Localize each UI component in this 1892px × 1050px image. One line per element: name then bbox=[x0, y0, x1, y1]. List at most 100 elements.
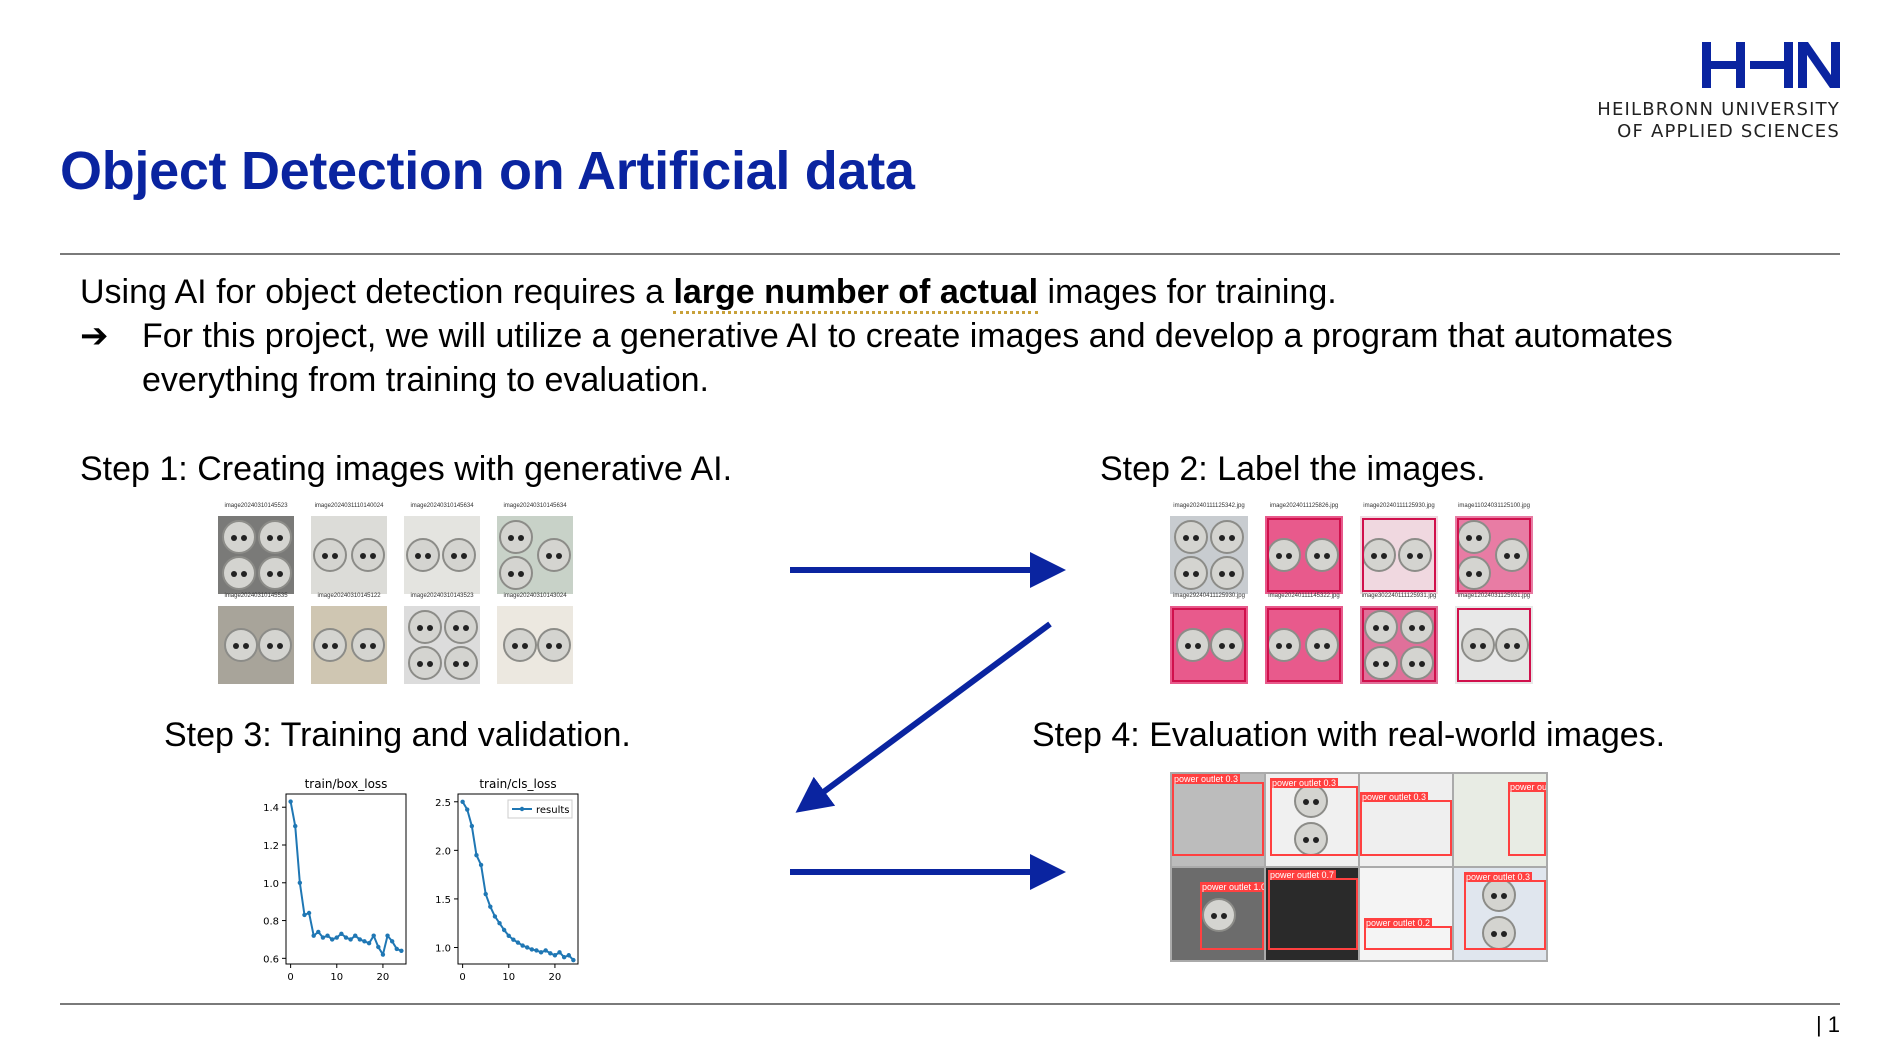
labeled-image: image302240111125931.jpg bbox=[1360, 606, 1438, 684]
bounding-box bbox=[1172, 782, 1264, 856]
evaluation-image: power outlet 0.2 bbox=[1360, 868, 1452, 960]
image-caption: image12024031125931.jpg bbox=[1455, 593, 1533, 599]
y-tick-label: 0.8 bbox=[263, 917, 279, 928]
bounding-box bbox=[1200, 890, 1264, 950]
data-point bbox=[390, 939, 394, 943]
image-caption: image20240310143523 bbox=[404, 593, 480, 599]
data-point bbox=[511, 938, 515, 942]
socket-shape bbox=[499, 520, 533, 554]
evaluation-image: power outlet 0.7 bbox=[1266, 868, 1358, 960]
x-tick-label: 20 bbox=[377, 972, 390, 983]
x-tick-label: 0 bbox=[459, 972, 465, 983]
image-caption: image29240411125930.jpg bbox=[1170, 593, 1248, 599]
bounding-box bbox=[1508, 790, 1546, 856]
evaluation-image: power outlet 0.3 bbox=[1360, 774, 1452, 866]
data-point bbox=[479, 863, 483, 867]
generated-image: image20240310143024 bbox=[497, 606, 573, 684]
data-point bbox=[298, 881, 302, 885]
y-tick-label: 1.5 bbox=[435, 895, 451, 906]
image-caption: image20240111145322.jpg bbox=[1265, 593, 1343, 599]
data-point bbox=[339, 932, 343, 936]
data-point bbox=[516, 940, 520, 944]
y-tick-label: 2.5 bbox=[435, 798, 451, 809]
data-point bbox=[488, 904, 492, 908]
data-point bbox=[348, 937, 352, 941]
training-charts: train/box_loss1.41.21.00.80.601020train/… bbox=[240, 774, 592, 990]
labeled-image: image20240111145322.jpg bbox=[1265, 606, 1343, 684]
series-line bbox=[463, 802, 574, 960]
data-point bbox=[307, 911, 311, 915]
y-tick-label: 1.0 bbox=[263, 879, 279, 890]
bottom-divider bbox=[60, 1003, 1840, 1005]
labeled-image: image11024031125100.jpg bbox=[1455, 516, 1533, 594]
evaluation-image: power outlet 0.3 bbox=[1454, 868, 1546, 960]
data-point bbox=[465, 807, 469, 811]
socket-shape bbox=[313, 628, 347, 662]
y-tick-label: 1.2 bbox=[263, 841, 279, 852]
image-caption: image20240310145634 bbox=[404, 503, 480, 509]
intro-line1-pre: Using AI for object detection requires a bbox=[80, 273, 673, 311]
generated-image: image20240310145535 bbox=[218, 606, 294, 684]
arrow-bullet-icon: ➔ bbox=[80, 314, 109, 358]
step4-title: Step 4: Evaluation with real-world image… bbox=[1032, 716, 1665, 755]
socket-shape bbox=[258, 520, 292, 554]
labeled-image: image2024011125826.jpg bbox=[1265, 516, 1343, 594]
logo-line2: OF APPLIED SCIENCES bbox=[1617, 121, 1840, 142]
bounding-box bbox=[1457, 518, 1531, 592]
step1-title: Step 1: Creating images with generative … bbox=[80, 450, 732, 489]
socket-shape bbox=[408, 610, 442, 644]
data-point bbox=[483, 892, 487, 896]
data-point bbox=[385, 933, 389, 937]
data-point bbox=[311, 933, 315, 937]
data-point bbox=[362, 939, 366, 943]
bounding-box bbox=[1362, 608, 1436, 682]
y-tick-label: 1.4 bbox=[263, 803, 279, 814]
data-point bbox=[520, 943, 524, 947]
hhn-logo bbox=[1702, 42, 1840, 93]
chart-frame bbox=[458, 794, 578, 964]
generated-image: image20240310143523 bbox=[404, 606, 480, 684]
socket-shape bbox=[408, 646, 442, 680]
intro-line1-post: images for training. bbox=[1038, 273, 1337, 311]
socket-shape bbox=[222, 556, 256, 590]
chart-title: train/cls_loss bbox=[479, 777, 556, 791]
generated-image: image20240310145523 bbox=[218, 516, 294, 594]
socket-shape bbox=[224, 628, 258, 662]
data-point bbox=[543, 948, 547, 952]
bounding-box bbox=[1457, 608, 1531, 682]
x-tick-label: 20 bbox=[549, 972, 562, 983]
socket-shape bbox=[1210, 556, 1244, 590]
data-point bbox=[330, 937, 334, 941]
evaluation-image: power outlet 0.3 bbox=[1172, 774, 1264, 866]
intro-line1: Using AI for object detection requires a… bbox=[80, 270, 1337, 314]
data-point bbox=[395, 947, 399, 951]
top-divider bbox=[60, 253, 1840, 255]
bounding-box bbox=[1270, 786, 1358, 856]
data-point bbox=[353, 933, 357, 937]
legend-label: results bbox=[536, 805, 570, 816]
detection-label: power outlet 0.2 bbox=[1364, 918, 1432, 928]
detection-label: power outlet 0.7 bbox=[1268, 870, 1336, 880]
socket-shape bbox=[537, 538, 571, 572]
data-point bbox=[358, 937, 362, 941]
socket-shape bbox=[258, 628, 292, 662]
data-point bbox=[399, 949, 403, 953]
data-point bbox=[525, 945, 529, 949]
socket-shape bbox=[351, 628, 385, 662]
intro-line2: For this project, we will utilize a gene… bbox=[142, 314, 1673, 358]
detection-label: power outlet 1.0 bbox=[1200, 882, 1264, 892]
y-tick-label: 0.6 bbox=[263, 954, 279, 965]
evaluation-image: power outlet 0.3 bbox=[1266, 774, 1358, 866]
image-caption: image20240310143024 bbox=[497, 593, 573, 599]
socket-shape bbox=[503, 628, 537, 662]
generated-image: image2024031110140024 bbox=[311, 516, 387, 594]
bounding-box bbox=[1360, 800, 1452, 856]
logo-line1: HEILBRONN UNIVERSITY bbox=[1597, 99, 1840, 120]
data-point bbox=[381, 952, 385, 956]
socket-shape bbox=[442, 538, 476, 572]
detection-label: power outlet 0.3 bbox=[1172, 774, 1240, 784]
labeled-image: image29240411125930.jpg bbox=[1170, 606, 1248, 684]
data-point bbox=[571, 958, 575, 962]
bounding-box bbox=[1267, 608, 1341, 682]
